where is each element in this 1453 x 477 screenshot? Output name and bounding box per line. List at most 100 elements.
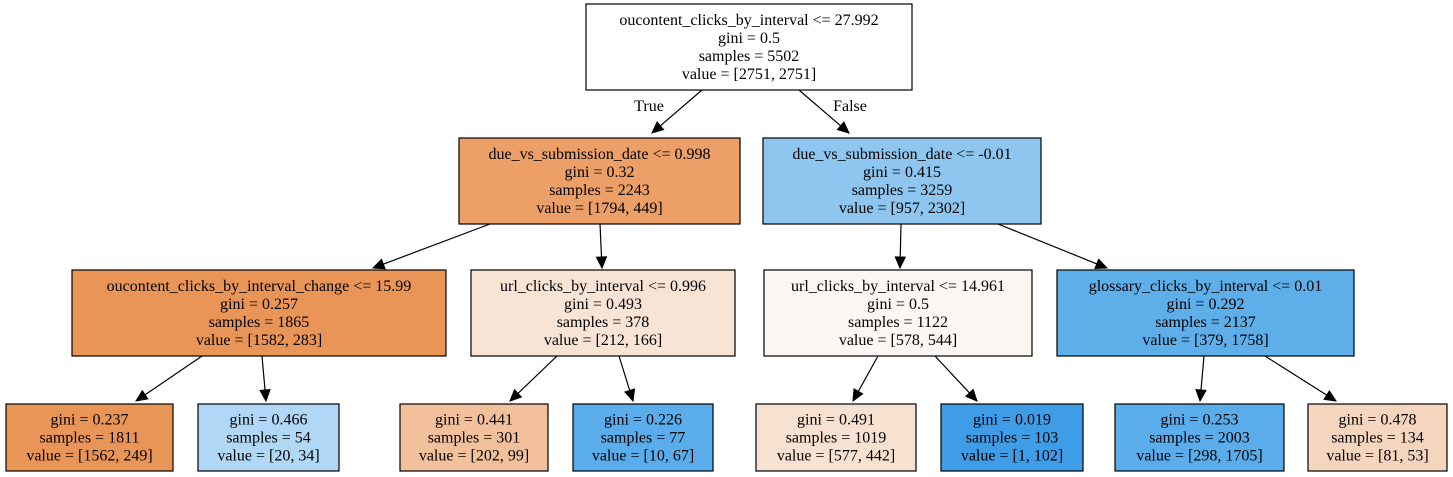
edge-line (144, 355, 203, 396)
edge-n5-n12 (934, 355, 978, 402)
samples-count: samples = 134 (1331, 430, 1424, 447)
edge-n1-n4 (595, 223, 608, 270)
class-values: value = [20, 34] (217, 448, 319, 465)
split-condition: glossary_clicks_by_interval <= 0.01 (1089, 278, 1323, 295)
samples-count: samples = 2243 (549, 182, 650, 199)
node-box (1114, 403, 1285, 472)
edge-n5-n11 (852, 355, 879, 403)
edge-line (383, 223, 491, 265)
arrowhead-icon (509, 388, 523, 402)
node-box (755, 403, 917, 472)
edge-n0-n2: False (798, 89, 867, 134)
edges-layer: True False (135, 89, 1338, 403)
gini-value: gini = 0.257 (220, 296, 298, 313)
arrowhead-icon (1094, 258, 1109, 270)
samples-count: samples = 2137 (1155, 314, 1256, 331)
edge-n3-n7 (135, 355, 203, 402)
arrowhead-icon (836, 121, 850, 134)
edge-line (1200, 355, 1205, 391)
split-condition: oucontent_clicks_by_interval <= 27.992 (619, 12, 878, 29)
samples-count: samples = 3259 (852, 182, 953, 199)
arrowhead-icon (651, 121, 665, 134)
samples-count: samples = 1865 (209, 314, 310, 331)
samples-count: samples = 103 (966, 430, 1059, 447)
edge-n3-n8 (259, 355, 271, 403)
arrowhead-icon (894, 256, 907, 270)
split-node-n0: oucontent_clicks_by_interval <= 27.992gi… (585, 3, 913, 91)
class-values: value = [1582, 283] (196, 332, 322, 349)
class-values: value = [1562, 249] (26, 448, 152, 465)
gini-value: gini = 0.226 (604, 412, 682, 429)
edge-n0-n1: True (634, 89, 703, 134)
split-node-n3: oucontent_clicks_by_interval_change <= 1… (71, 269, 447, 357)
samples-count: samples = 5502 (699, 48, 800, 65)
edge-label-false: False (833, 98, 867, 115)
arrowhead-icon (1323, 389, 1338, 402)
split-condition: oucontent_clicks_by_interval_change <= 1… (107, 278, 412, 295)
node-box (1056, 269, 1355, 357)
samples-count: samples = 2003 (1149, 430, 1250, 447)
samples-count: samples = 1811 (40, 430, 140, 447)
class-values: value = [957, 2302] (839, 200, 965, 217)
class-values: value = [81, 53] (1326, 448, 1428, 465)
samples-count: samples = 1122 (848, 314, 948, 331)
arrowhead-icon (964, 388, 978, 402)
gini-value: gini = 0.019 (973, 412, 1051, 429)
node-box (71, 269, 447, 357)
arrowhead-icon (135, 389, 149, 402)
class-values: value = [1794, 449] (536, 200, 662, 217)
node-box (197, 403, 340, 472)
arrowhead-icon (595, 256, 608, 270)
gini-value: gini = 0.253 (1161, 412, 1239, 429)
node-box (762, 137, 1042, 225)
gini-value: gini = 0.415 (863, 164, 941, 181)
arrowhead-icon (852, 388, 864, 403)
split-condition: url_clicks_by_interval <= 0.996 (500, 278, 706, 295)
class-values: value = [379, 1758] (1142, 332, 1268, 349)
edge-n2-n6 (997, 223, 1109, 270)
edge-n4-n9 (509, 355, 558, 402)
node-box (1307, 403, 1448, 472)
node-box (399, 403, 549, 472)
node-box (940, 403, 1084, 472)
gini-value: gini = 0.478 (1339, 412, 1417, 429)
node-box (458, 137, 741, 225)
arrowhead-icon (1195, 389, 1207, 403)
split-node-n6: glossary_clicks_by_interval <= 0.01gini … (1056, 269, 1355, 357)
edge-line (997, 223, 1098, 265)
node-box (470, 269, 736, 357)
gini-value: gini = 0.292 (1167, 296, 1245, 313)
node-box (5, 403, 174, 472)
class-values: value = [1, 102] (961, 448, 1063, 465)
edge-n6-n13 (1195, 355, 1207, 403)
node-box (572, 403, 714, 472)
edge-line (857, 355, 879, 392)
class-values: value = [578, 544] (839, 332, 957, 349)
gini-value: gini = 0.466 (230, 412, 308, 429)
gini-value: gini = 0.5 (867, 296, 929, 313)
samples-count: samples = 378 (557, 314, 650, 331)
samples-count: samples = 1019 (786, 430, 887, 447)
nodes-layer: oucontent_clicks_by_interval <= 27.992 gi… (5, 3, 1448, 472)
class-values: value = [202, 99] (419, 448, 529, 465)
edge-line (261, 355, 266, 391)
samples-count: samples = 301 (428, 430, 521, 447)
class-values: value = [577, 442] (777, 448, 895, 465)
arrowhead-icon (259, 389, 271, 403)
arrowhead-icon (371, 258, 386, 270)
edge-line (618, 355, 631, 391)
edge-line (517, 355, 558, 394)
edge-line (798, 89, 842, 127)
class-values: value = [212, 166] (544, 332, 662, 349)
gini-value: gini = 0.441 (435, 412, 513, 429)
